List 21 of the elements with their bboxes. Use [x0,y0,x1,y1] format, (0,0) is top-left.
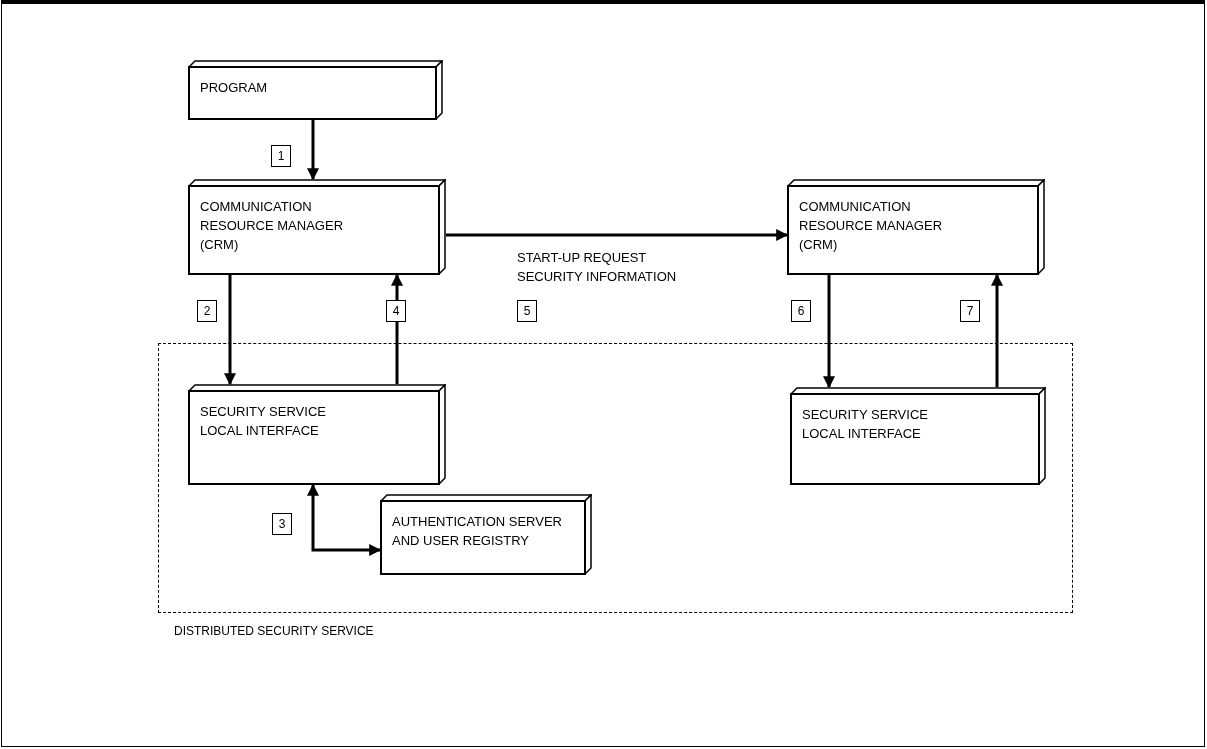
step-number-box: 4 [386,300,406,322]
step-number-box: 7 [960,300,980,322]
arrow [823,275,835,389]
box-label: PROGRAM [200,79,269,97]
box-label: AUTHENTICATION SERVER AND USER REGISTRY [392,513,563,550]
box-label: SECURITY SERVICE LOCAL INTERFACE [802,406,929,443]
arrow [991,273,1003,387]
step-number-box: 5 [517,300,537,322]
step-number-box: 3 [272,513,292,535]
step-number-box: 1 [271,145,291,167]
arrow [446,229,789,241]
arrow [307,483,382,556]
step-number-box: 6 [791,300,811,322]
arrow [224,275,236,386]
arrow [391,273,403,384]
step-number-box: 2 [197,300,217,322]
box-label: COMMUNICATION RESOURCE MANAGER (CRM) [200,198,345,254]
box-label: SECURITY SERVICE LOCAL INTERFACE [200,403,327,440]
arrow [307,120,319,181]
box-label: COMMUNICATION RESOURCE MANAGER (CRM) [799,198,944,254]
group-label: DISTRIBUTED SECURITY SERVICE [174,623,374,639]
